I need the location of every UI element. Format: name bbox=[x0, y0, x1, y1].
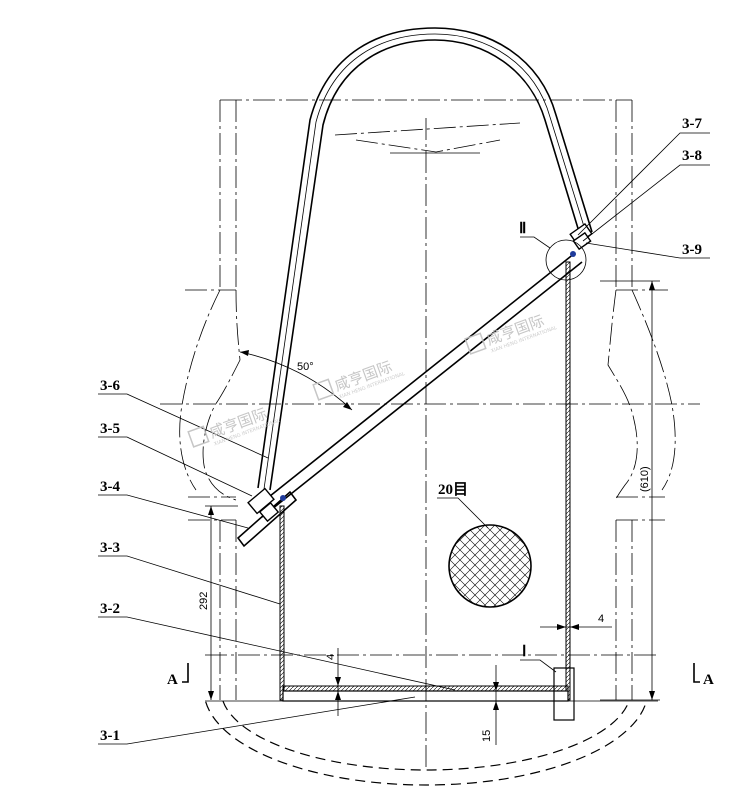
label-3-3: 3-3 bbox=[100, 540, 120, 556]
leaders bbox=[98, 132, 710, 745]
dim-15-text: 15 bbox=[481, 730, 493, 742]
dim-4-left-text: 4 bbox=[325, 654, 337, 660]
label-3-4: 3-4 bbox=[100, 479, 120, 495]
diagonal-bar bbox=[254, 252, 583, 518]
dim-610-text: (610) bbox=[639, 466, 651, 492]
label-3-9: 3-9 bbox=[682, 242, 702, 258]
dim-4-right: 4 bbox=[540, 613, 612, 630]
mesh-detail bbox=[448, 524, 532, 608]
dim-4-left: 4 bbox=[325, 648, 341, 716]
label-detail-1: Ⅰ bbox=[522, 644, 526, 660]
label-3-5: 3-5 bbox=[100, 421, 120, 437]
left-clamp bbox=[236, 487, 298, 548]
dim-15: 15 bbox=[481, 682, 499, 745]
center-lines bbox=[160, 118, 700, 770]
section-marker-left: A bbox=[167, 663, 189, 688]
label-3-2: 3-2 bbox=[100, 601, 120, 617]
angle-dimension: 50° bbox=[239, 350, 353, 411]
vessel-outline bbox=[179, 99, 676, 700]
angle-text: 50° bbox=[297, 361, 314, 373]
label-detail-2: Ⅱ bbox=[519, 221, 526, 237]
section-marker-right: A bbox=[693, 663, 714, 688]
dim-4-right-text: 4 bbox=[598, 613, 604, 625]
watermark-3: 咸亨国际 XIAN HENG INTERNATIONAL bbox=[464, 311, 558, 355]
label-3-7: 3-7 bbox=[682, 116, 702, 132]
dim-292-text: 292 bbox=[198, 592, 210, 610]
label-3-1: 3-1 bbox=[100, 728, 120, 744]
dim-610: (610) bbox=[600, 280, 660, 701]
label-3-6: 3-6 bbox=[100, 378, 120, 394]
dim-292: 292 bbox=[198, 505, 238, 700]
svg-text:A: A bbox=[703, 672, 714, 688]
svg-text:A: A bbox=[167, 672, 178, 688]
handle-loop bbox=[257, 27, 593, 491]
vessel-bottom bbox=[204, 700, 648, 786]
label-3-8: 3-8 bbox=[682, 148, 702, 164]
label-mesh: 20目 bbox=[438, 481, 468, 498]
